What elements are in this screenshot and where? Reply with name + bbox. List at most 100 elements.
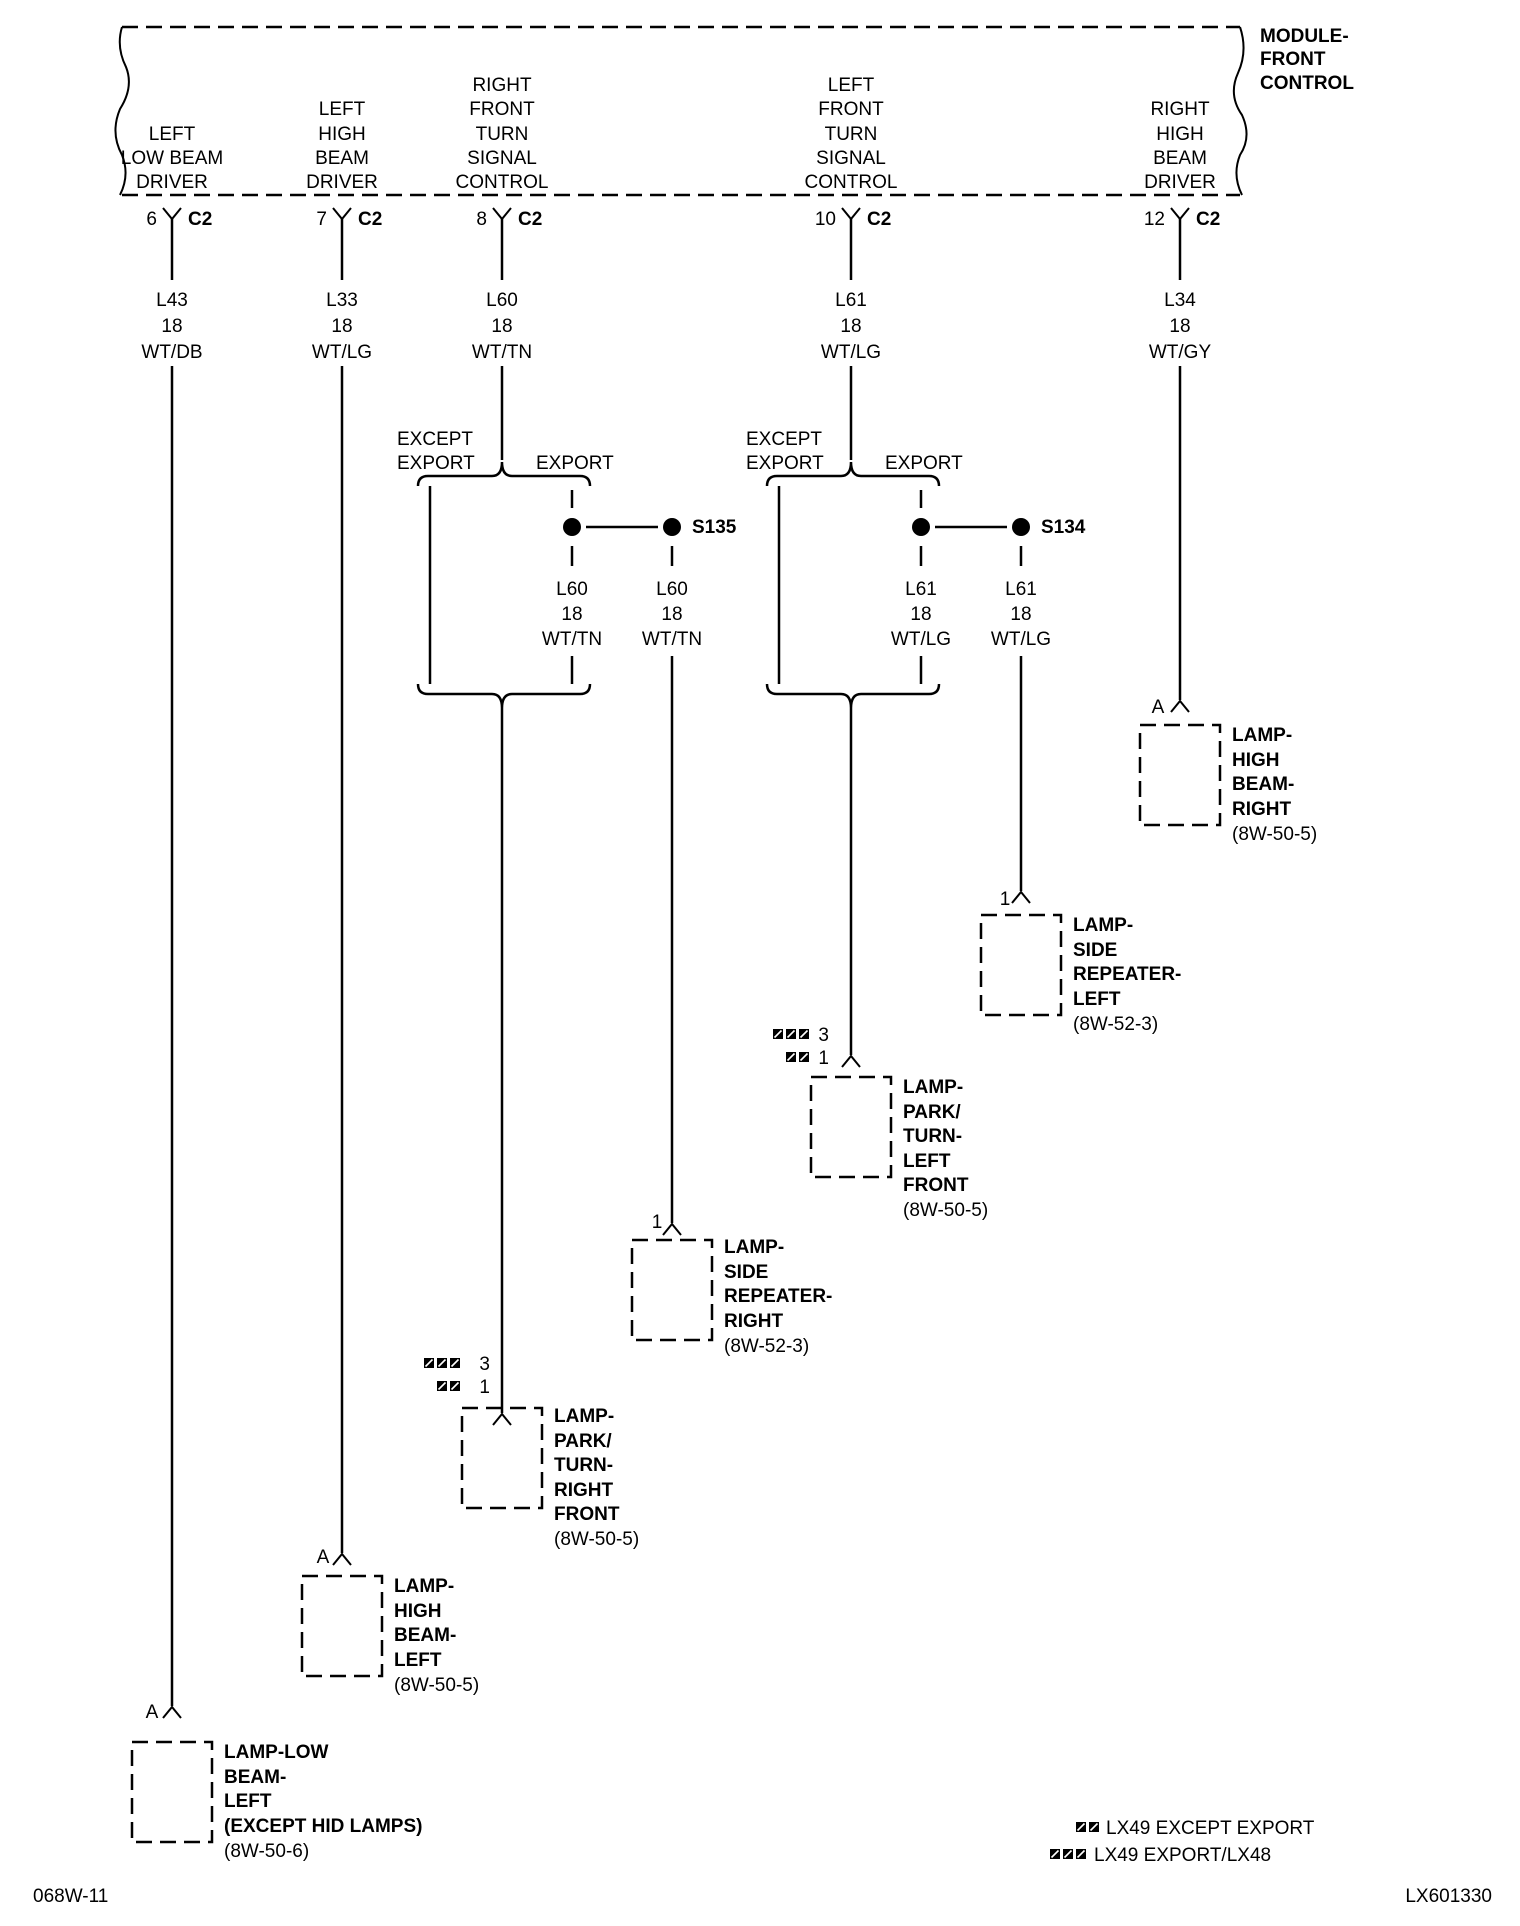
svg-text:TURN-: TURN- xyxy=(903,1126,962,1147)
export-label: EXPORT xyxy=(536,453,614,474)
svg-text:LOW BEAM: LOW BEAM xyxy=(121,148,223,169)
module-name-2: FRONT xyxy=(1260,49,1326,70)
two-square-icon xyxy=(785,1051,810,1063)
footer-page-code: 068W-11 xyxy=(33,1886,108,1907)
svg-text:LAMP-LOW: LAMP-LOW xyxy=(224,1742,329,1763)
wire-l33: L33 18 WT/LG xyxy=(312,219,372,1553)
lamp-high-beam-right: A LAMP- HIGH BEAM- RIGHT (8W-50-5) xyxy=(1138,697,1317,845)
three-square-icon xyxy=(772,1028,810,1040)
legend: LX49 EXCEPT EXPORT LX49 EXPORT/LX48 xyxy=(1049,1818,1315,1866)
svg-text:L61: L61 xyxy=(1005,579,1037,600)
svg-text:FRONT: FRONT xyxy=(818,99,884,120)
two-square-icon xyxy=(436,1380,461,1392)
legend-item-export: LX49 EXPORT/LX48 xyxy=(1094,1845,1271,1866)
svg-text:S135: S135 xyxy=(692,517,737,538)
svg-text:WT/GY: WT/GY xyxy=(1149,342,1212,363)
svg-text:EXPORT: EXPORT xyxy=(397,453,475,474)
svg-text:7: 7 xyxy=(316,209,327,230)
svg-text:8: 8 xyxy=(476,209,487,230)
module-front-control: MODULE- FRONT CONTROL xyxy=(114,25,1354,197)
svg-text:18: 18 xyxy=(661,604,682,625)
svg-text:L61: L61 xyxy=(905,579,937,600)
svg-text:18: 18 xyxy=(491,316,512,337)
svg-text:LEFT: LEFT xyxy=(1073,989,1121,1010)
wire-l34: L34 18 WT/GY xyxy=(1149,219,1212,700)
svg-text:WT/TN: WT/TN xyxy=(472,342,532,363)
svg-text:DRIVER: DRIVER xyxy=(306,172,378,193)
svg-text:1: 1 xyxy=(1000,889,1011,910)
svg-text:CONTROL: CONTROL xyxy=(456,172,549,193)
svg-text:HIGH: HIGH xyxy=(1232,750,1280,771)
lamp-high-beam-left: A LAMP- HIGH BEAM- LEFT (8W-50-5) xyxy=(300,1547,479,1696)
splice-node xyxy=(912,518,930,536)
connector-pin-8: 8 C2 xyxy=(476,207,542,230)
svg-text:12: 12 xyxy=(1144,209,1165,230)
svg-text:A: A xyxy=(317,1547,330,1568)
svg-text:LEFT: LEFT xyxy=(149,124,196,145)
svg-text:L60: L60 xyxy=(486,290,518,311)
pin-label-left-low-beam: LEFT LOW BEAM DRIVER xyxy=(121,124,223,193)
svg-text:BEAM-: BEAM- xyxy=(224,1767,286,1788)
svg-text:18: 18 xyxy=(331,316,352,337)
svg-text:BEAM: BEAM xyxy=(1153,148,1207,169)
svg-text:18: 18 xyxy=(1169,316,1190,337)
svg-text:WT/LG: WT/LG xyxy=(991,629,1051,650)
svg-text:WT/LG: WT/LG xyxy=(821,342,881,363)
legend-item-except-export: LX49 EXCEPT EXPORT xyxy=(1106,1818,1315,1839)
svg-text:WT/LG: WT/LG xyxy=(312,342,372,363)
svg-text:DRIVER: DRIVER xyxy=(1144,172,1216,193)
svg-text:SIGNAL: SIGNAL xyxy=(816,148,886,169)
svg-text:WT/TN: WT/TN xyxy=(542,629,602,650)
svg-text:L34: L34 xyxy=(1164,290,1196,311)
svg-text:HIGH: HIGH xyxy=(1156,124,1204,145)
svg-text:EXPORT: EXPORT xyxy=(885,453,963,474)
pin-label-right-high-beam: RIGHT HIGH BEAM DRIVER xyxy=(1144,99,1216,193)
splice-s134 xyxy=(1012,518,1030,536)
svg-text:LAMP-: LAMP- xyxy=(554,1406,614,1427)
svg-text:10: 10 xyxy=(815,209,836,230)
svg-text:RIGHT: RIGHT xyxy=(724,1311,784,1332)
connector-pin-12: 12 C2 xyxy=(1144,207,1220,230)
svg-text:WT/LG: WT/LG xyxy=(891,629,951,650)
svg-text:LAMP-: LAMP- xyxy=(1232,725,1292,746)
wire-l61: L61 18 WT/LG xyxy=(821,219,881,460)
svg-text:3: 3 xyxy=(818,1025,829,1046)
svg-text:HIGH: HIGH xyxy=(394,1601,442,1622)
footer-figure-id: LX601330 xyxy=(1405,1886,1492,1907)
three-square-icon xyxy=(423,1357,461,1369)
branch-right-front-turn: EXCEPT EXPORT EXPORT S135 L60 18 WT/TN L… xyxy=(397,429,737,1413)
svg-text:EXCEPT: EXCEPT xyxy=(746,429,822,450)
svg-text:REPEATER-: REPEATER- xyxy=(724,1286,832,1307)
pin-label-left-high-beam: LEFT HIGH BEAM DRIVER xyxy=(306,99,378,193)
svg-text:LEFT: LEFT xyxy=(224,1791,272,1812)
three-square-icon xyxy=(1049,1848,1087,1860)
svg-text:18: 18 xyxy=(1010,604,1031,625)
svg-text:1: 1 xyxy=(479,1377,490,1398)
svg-text:(8W-50-5): (8W-50-5) xyxy=(394,1675,479,1696)
svg-text:FRONT: FRONT xyxy=(554,1504,620,1525)
svg-text:(8W-52-3): (8W-52-3) xyxy=(724,1336,809,1357)
branch-left-front-turn: EXCEPT EXPORT EXPORT S134 L61 18 WT/LG L… xyxy=(746,429,1086,1055)
svg-text:L61: L61 xyxy=(835,290,867,311)
pin-label-right-front-turn: RIGHT FRONT TURN SIGNAL CONTROL xyxy=(456,75,549,193)
svg-text:LAMP-: LAMP- xyxy=(394,1576,454,1597)
svg-text:LEFT: LEFT xyxy=(394,1650,442,1671)
svg-text:LAMP-: LAMP- xyxy=(724,1237,784,1258)
module-border xyxy=(122,25,1240,197)
svg-text:SIGNAL: SIGNAL xyxy=(467,148,537,169)
svg-text:RIGHT: RIGHT xyxy=(472,75,532,96)
svg-text:18: 18 xyxy=(840,316,861,337)
svg-text:TURN: TURN xyxy=(476,124,529,145)
svg-text:A: A xyxy=(1152,697,1165,718)
svg-text:(8W-52-3): (8W-52-3) xyxy=(1073,1014,1158,1035)
lamp-side-repeater-right: 1 LAMP- SIDE REPEATER- RIGHT (8W-52-3) xyxy=(630,1212,832,1357)
svg-text:(EXCEPT HID LAMPS): (EXCEPT HID LAMPS) xyxy=(224,1816,422,1837)
connector-pin-10: 10 C2 xyxy=(815,207,891,230)
svg-text:(8W-50-6): (8W-50-6) xyxy=(224,1841,309,1862)
splice-node xyxy=(563,518,581,536)
svg-text:BEAM-: BEAM- xyxy=(394,1625,456,1646)
svg-text:18: 18 xyxy=(910,604,931,625)
module-name-3: CONTROL xyxy=(1260,73,1354,94)
svg-text:C2: C2 xyxy=(358,209,382,230)
